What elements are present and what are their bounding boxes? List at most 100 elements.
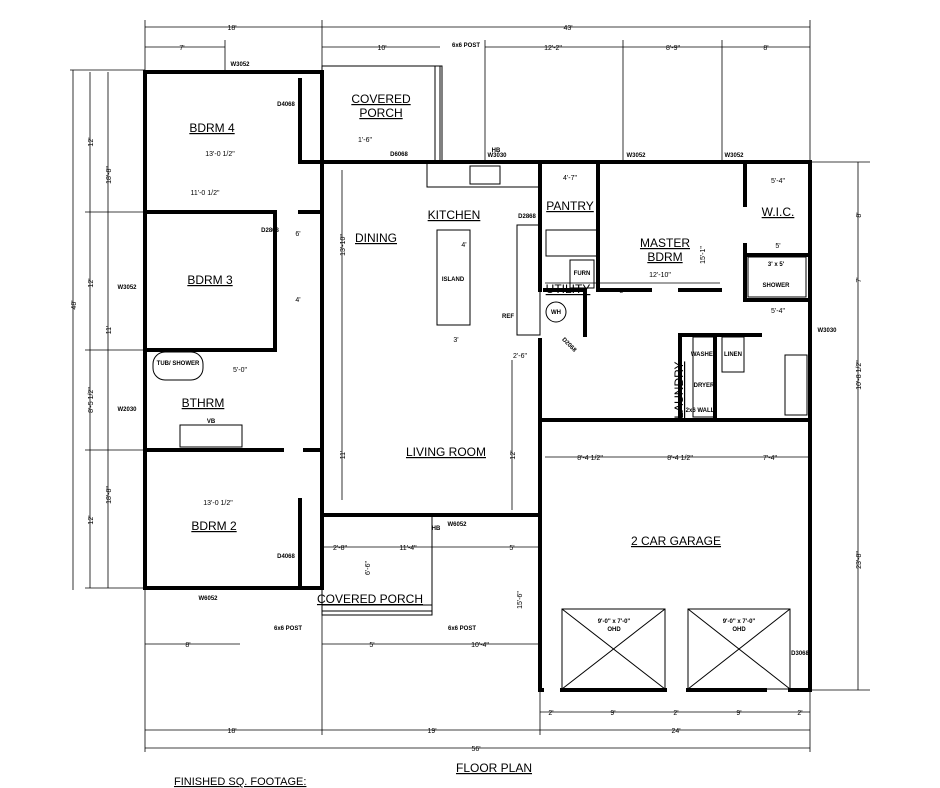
dim-1-6: 1'-6"	[358, 137, 372, 144]
dim-hall-4: 4'	[295, 297, 300, 304]
room-covered-porch-bottom: COVERED PORCH	[317, 592, 423, 606]
tub-label: TUB/ SHOWER	[157, 361, 200, 367]
dim-gd-9a: 9'	[610, 710, 615, 717]
dim-left-12a: 12'	[88, 137, 95, 146]
dim-wic-width-2: 5'	[775, 243, 780, 250]
dim-porch-5: 5'	[509, 545, 514, 552]
walls	[143, 70, 812, 692]
washer-label: WASHER	[691, 352, 718, 358]
post-bottom-left: 6x6 POST	[274, 626, 302, 632]
dim-porch-11-4: 11'-4"	[399, 545, 417, 552]
room-utility: UTILITY	[546, 282, 591, 296]
dim-bdrm4-width: 13'-0 1/2"	[205, 151, 235, 158]
dim-master-height: 15'-1"	[700, 246, 707, 264]
dim-living-12: 12'	[510, 450, 517, 459]
tag-d3068-garage: D3068	[791, 651, 809, 657]
garage-door-1-ohd: OHD	[607, 627, 621, 633]
furnace-label: FURN	[574, 271, 591, 277]
room-master-2: BDRM	[647, 250, 682, 264]
room-living: LIVING ROOM	[406, 445, 486, 459]
dim-left-18-8b: 18'-8"	[106, 486, 113, 504]
dim-right-23-8: 23'-8"	[856, 551, 863, 569]
tag-w2030: W2030	[117, 407, 137, 413]
dim-master-width: 12'-10"	[649, 272, 671, 279]
dim-bottom-5: 5'	[369, 642, 374, 649]
wall-2x6-label: 2x6 WALL	[686, 408, 715, 414]
room-dining: DINING	[355, 231, 397, 245]
dim-bottom-8: 8'	[185, 642, 190, 649]
dim-top-18: 18'	[227, 25, 236, 32]
room-laundry: LAUNDRY	[672, 361, 686, 418]
dryer-label: DRYER	[694, 383, 715, 389]
dim-island-3: 3'	[453, 337, 458, 344]
garage-door-2-ohd: OHD	[732, 627, 746, 633]
tag-w3052-master-1: W3052	[626, 153, 646, 159]
dim-utility-5: 5'	[619, 288, 624, 295]
dim-g2: 8'-4 1/2"	[667, 455, 693, 462]
tag-w3052-bdrm4: W3052	[230, 62, 250, 68]
dim-top-7: 7'	[179, 45, 184, 52]
fixture-labels: ISLAND REF WH FURN TUB/ SHOWER VB 3' x 5…	[157, 43, 791, 633]
garage-door-1-size: 9'-0" x 7'-0"	[598, 619, 631, 625]
dim-g1: 8'-4 1/2"	[577, 455, 603, 462]
dim-top-8: 8'	[763, 45, 768, 52]
dim-2-6: 2'-6"	[513, 353, 527, 360]
tag-d2868-pantry: D2868	[518, 214, 536, 220]
room-garage: 2 CAR GARAGE	[631, 534, 721, 548]
dim-pantry-width: 4'-7"	[563, 175, 577, 182]
tag-d6068: D6068	[390, 152, 408, 158]
room-bdrm2: BDRM 2	[191, 519, 237, 533]
tag-w3052-bdrm3: W3052	[117, 285, 137, 291]
shower-label: SHOWER	[763, 283, 791, 289]
dim-gd-2c: 2'	[797, 710, 802, 717]
dim-bdrm3-width: 11'-0 1/2"	[191, 190, 221, 197]
dim-bottom-56: 56'	[471, 746, 480, 753]
tag-w6052-bdrm2: W6052	[198, 596, 218, 602]
post-bottom-right: 6x6 POST	[448, 626, 476, 632]
dim-tub-5: 5'-0"	[233, 367, 247, 374]
room-kitchen: KITCHEN	[428, 208, 481, 222]
dim-top-10: 10'	[377, 45, 386, 52]
hose-bib-bottom: HB	[432, 526, 441, 532]
dim-porch-2-8: 2'-8"	[333, 545, 347, 552]
tag-w6052-living: W6052	[447, 522, 467, 528]
room-master-1: MASTER	[640, 236, 690, 250]
dim-bottom-18: 18'	[227, 728, 236, 735]
room-bdrm4: BDRM 4	[189, 121, 235, 135]
room-wic: W.I.C.	[762, 205, 795, 219]
dim-porch-15-6: 15'-6"	[517, 591, 524, 609]
dim-left-48: 48'	[71, 300, 78, 309]
vanity-label: VB	[207, 419, 216, 425]
tag-d2868-bdrm3: D2868	[261, 228, 279, 234]
dim-gd-2b: 2'	[673, 710, 678, 717]
dim-gd-9b: 9'	[736, 710, 741, 717]
dim-top-8-9: 8'-9"	[666, 45, 680, 52]
dim-kitchen-4: 4'	[461, 242, 466, 249]
post-top: 6x6 POST	[452, 43, 480, 49]
dim-bottom-24: 24'	[671, 728, 680, 735]
shower-size: 3' x 5'	[768, 262, 785, 268]
tag-d2068-utility: D2068	[560, 337, 577, 354]
dimension-lines	[70, 20, 870, 752]
dim-right-8: 8'	[856, 212, 863, 217]
dim-top-43: 43'	[563, 25, 572, 32]
dim-hall-6: 6'	[295, 231, 300, 238]
tag-d4068-bdrm4: D4068	[277, 102, 295, 108]
room-covered-porch-top-1: COVERED	[351, 92, 411, 106]
room-bthrm: BTHRM	[182, 396, 225, 410]
room-bdrm3: BDRM 3	[187, 273, 233, 287]
dim-right-7: 7'	[856, 277, 863, 282]
plan-title: FLOOR PLAN	[456, 761, 532, 775]
dim-bottom-19: 19'	[427, 728, 436, 735]
kitchen-fixtures	[152, 162, 808, 448]
linen-label: LINEN	[724, 352, 742, 358]
tag-d4068-bdrm2: D4068	[277, 554, 295, 560]
dim-gd-2a: 2'	[548, 710, 553, 717]
dim-bottom-10-4: 10'-4"	[471, 642, 489, 649]
island-label: ISLAND	[442, 277, 465, 283]
dim-g3: 7'-4"	[763, 455, 777, 462]
garage-door-2-size: 9'-0" x 7'-0"	[723, 619, 756, 625]
room-covered-porch-top-2: PORCH	[359, 106, 402, 120]
garage-doors	[561, 608, 791, 690]
